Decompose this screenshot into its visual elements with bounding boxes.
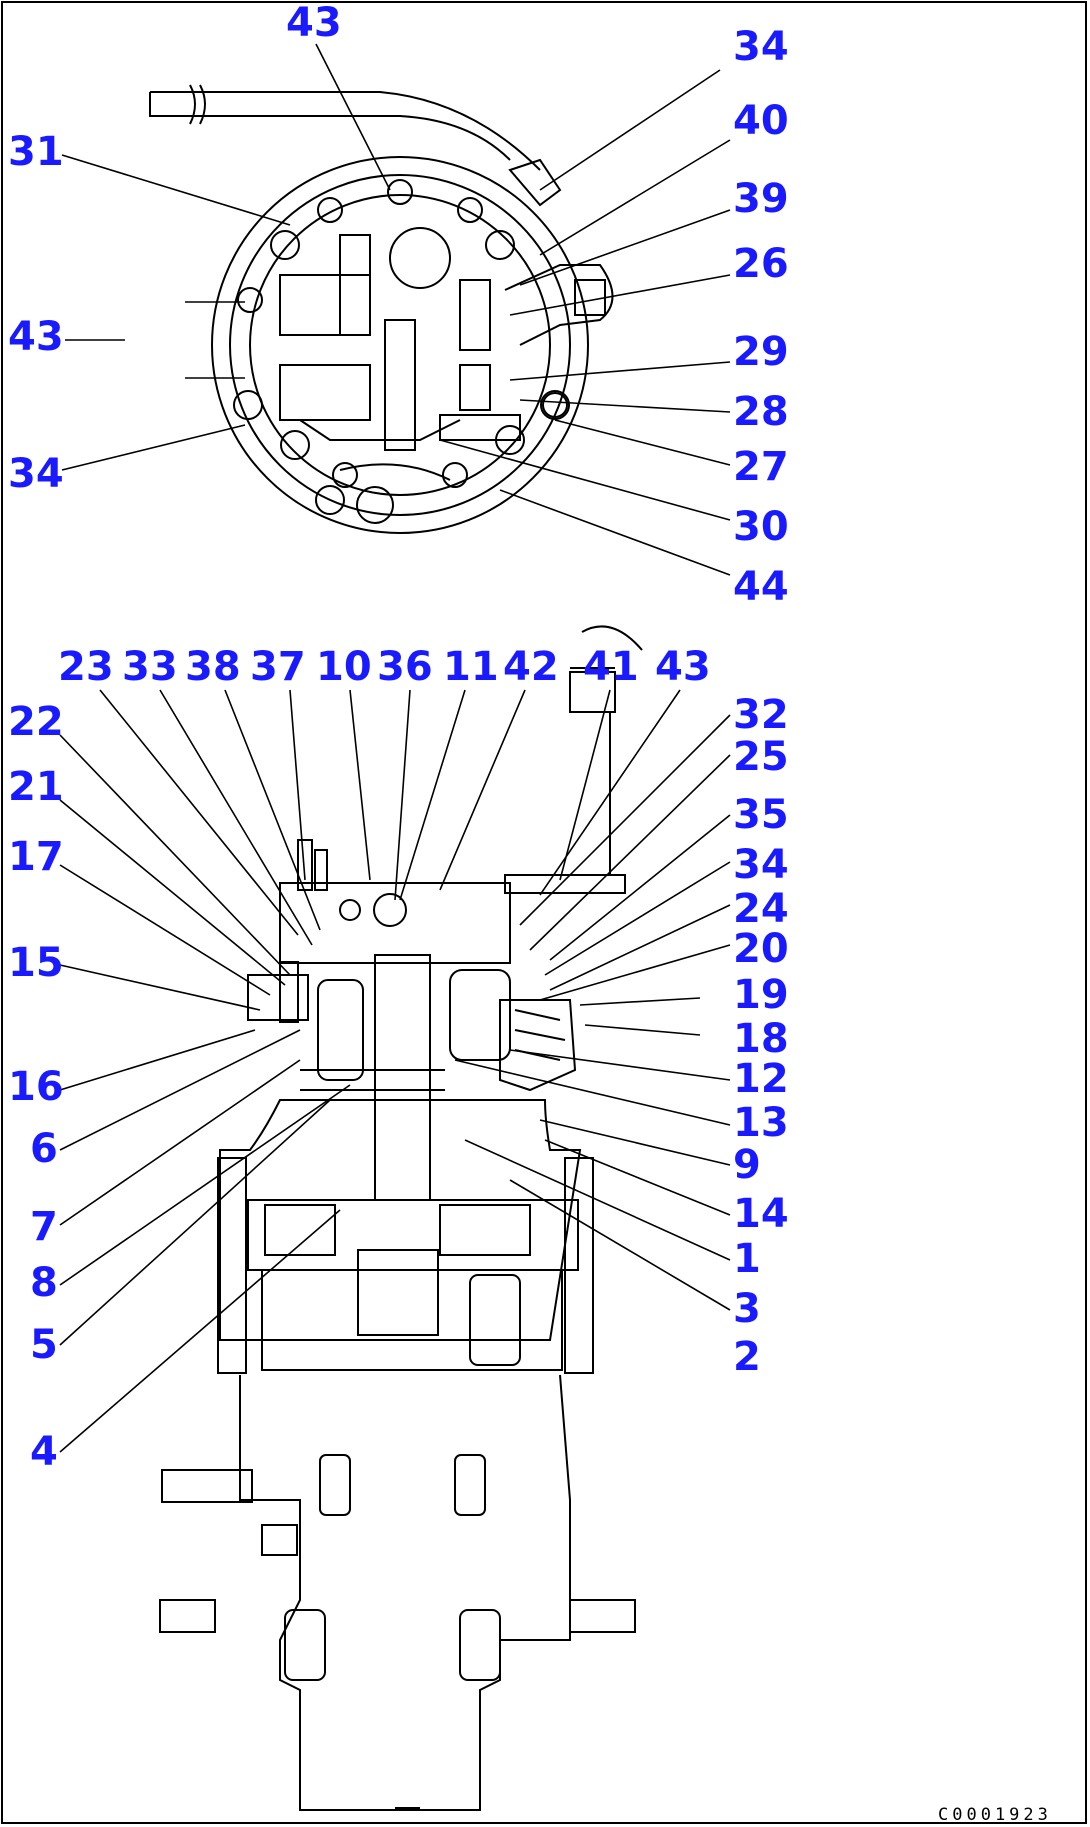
label-41: 41 (583, 644, 639, 690)
label-42: 42 (503, 644, 559, 690)
label-14: 14 (733, 1191, 789, 1237)
label-40: 40 (733, 98, 789, 144)
label-22: 22 (8, 699, 64, 745)
label-1: 1 (733, 1236, 761, 1282)
labels-top-view: 43 34 31 40 39 26 43 29 28 34 27 30 44 (8, 0, 789, 610)
label-2: 2 (733, 1334, 761, 1380)
label-11: 11 (443, 644, 499, 690)
label-24: 24 (733, 886, 789, 932)
label-32: 32 (733, 692, 789, 738)
label-43-top: 43 (286, 0, 342, 46)
label-30: 30 (733, 504, 789, 550)
label-34-right: 34 (733, 842, 789, 888)
figure-code: C0001923 (938, 1805, 1052, 1825)
label-23: 23 (58, 644, 114, 690)
label-43-bottom: 43 (655, 644, 711, 690)
label-43-left: 43 (8, 314, 64, 360)
label-28: 28 (733, 389, 789, 435)
label-3: 3 (733, 1286, 761, 1332)
label-39: 39 (733, 176, 789, 222)
label-4: 4 (30, 1429, 58, 1475)
label-16: 16 (8, 1064, 64, 1110)
bolt-holes (233, 179, 568, 524)
label-35: 35 (733, 792, 789, 838)
label-31: 31 (8, 129, 64, 175)
leader-lines (59, 43, 731, 1453)
label-17: 17 (8, 834, 64, 880)
label-6: 6 (30, 1126, 58, 1172)
label-37: 37 (250, 644, 306, 690)
label-44: 44 (733, 564, 789, 610)
label-34-top: 34 (733, 24, 789, 70)
label-19: 19 (733, 972, 789, 1018)
label-15: 15 (8, 940, 64, 986)
labels-section-view: 23 33 38 37 10 36 11 42 41 43 32 22 25 2… (8, 644, 789, 1475)
label-12: 12 (733, 1056, 789, 1102)
label-38: 38 (185, 644, 241, 690)
label-8: 8 (30, 1260, 58, 1306)
label-33: 33 (122, 644, 178, 690)
label-10: 10 (316, 644, 372, 690)
label-20: 20 (733, 926, 789, 972)
top-view-drawing (149, 84, 614, 534)
label-7: 7 (30, 1204, 58, 1250)
label-13: 13 (733, 1100, 789, 1146)
label-36: 36 (377, 644, 433, 690)
label-9: 9 (733, 1142, 761, 1188)
label-29: 29 (733, 329, 789, 375)
label-18: 18 (733, 1016, 789, 1062)
section-view-drawing (159, 625, 643, 1811)
label-25: 25 (733, 734, 789, 780)
label-34-left: 34 (8, 451, 64, 497)
label-26: 26 (733, 241, 789, 287)
label-5: 5 (30, 1322, 58, 1368)
label-21: 21 (8, 764, 64, 810)
label-27: 27 (733, 444, 789, 490)
